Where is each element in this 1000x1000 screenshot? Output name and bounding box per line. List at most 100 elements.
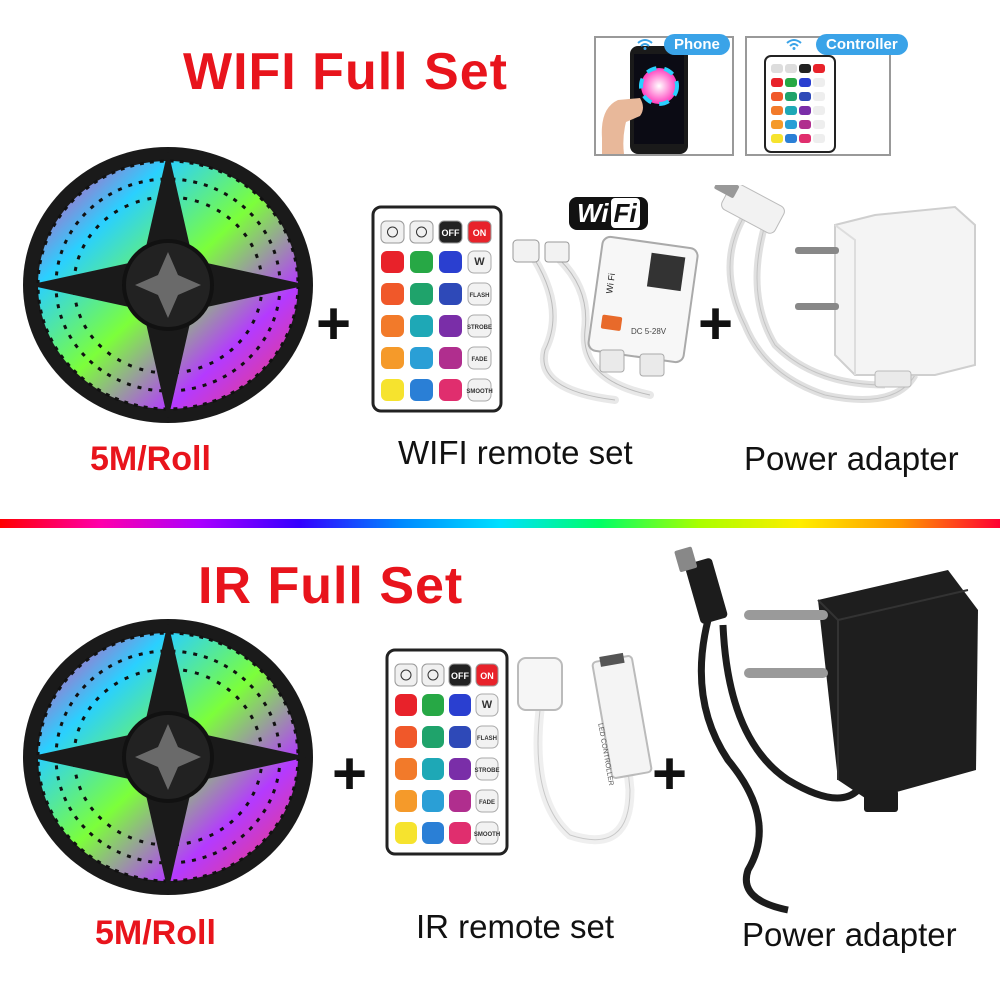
- remote-mode-button: [467, 250, 492, 274]
- remote-mode-label: FLASH: [477, 736, 497, 742]
- remote-color-button: [410, 315, 433, 337]
- remote-color-button: [422, 822, 444, 844]
- remote-mode-button: [475, 821, 499, 845]
- remote-mode-button: [475, 725, 499, 749]
- brightness-icon: [400, 669, 412, 681]
- ir-remote-icon: OFF ON W FLASH STROBE FADE SMOOTH: [385, 648, 509, 856]
- remote-color-button: [381, 379, 404, 401]
- remote-color-button: [422, 726, 444, 748]
- remote-color-button: [422, 694, 444, 716]
- remote-top-label: ON: [480, 671, 494, 681]
- remote-top-button: [448, 663, 472, 687]
- phone-badge: Phone: [664, 34, 730, 55]
- remote-mode-label: STROBE: [467, 325, 492, 331]
- mini-remote-icon: [764, 55, 836, 153]
- remote-color-button: [439, 283, 462, 305]
- wifi-controller-icon: Wi Fi DC 5-28V: [512, 235, 699, 404]
- remote-mode-label: FLASH: [470, 293, 490, 299]
- ir-remote-caption: IR remote set: [416, 908, 615, 945]
- remote-color-button: [381, 283, 404, 305]
- wifi-icon: [637, 39, 653, 50]
- ir-plus-2: +: [652, 740, 688, 807]
- brightness-icon: [387, 226, 398, 238]
- remote-mode-button: [475, 693, 499, 717]
- led-strip-reel-icon: [23, 147, 313, 423]
- remote-mode-button: [467, 282, 492, 306]
- ir-controller-icon: LED CONTROLLER: [517, 652, 653, 845]
- led-strip-reel-icon: [23, 619, 313, 895]
- remote-color-button: [410, 379, 433, 401]
- phone-hand-icon: [601, 46, 688, 154]
- remote-color-button: [439, 315, 462, 337]
- ir-adapter-caption: Power adapter: [742, 916, 957, 953]
- remote-top-button: [475, 663, 499, 687]
- rainbow-divider: [0, 519, 1000, 528]
- remote-mode-button: [475, 757, 499, 781]
- remote-color-button: [449, 726, 471, 748]
- remote-mode-button: [475, 789, 499, 813]
- remote-mode-label: W: [482, 699, 493, 711]
- remote-color-button: [449, 694, 471, 716]
- ir-set-title: IR Full Set: [198, 557, 464, 615]
- ir-remote-icon: OFF ON W FLASH STROBE FADE SMOOTH: [371, 205, 503, 413]
- wifi-logo-wi: Wi: [577, 198, 609, 228]
- controller-wifi-label: Wi Fi: [604, 273, 617, 295]
- remote-color-button: [449, 758, 471, 780]
- wifi-icon: [786, 39, 802, 50]
- controller-voltage-label: DC 5-28V: [631, 327, 667, 336]
- remote-color-button: [395, 822, 417, 844]
- wifi-plus-1: +: [316, 290, 352, 357]
- remote-color-button: [410, 251, 433, 273]
- remote-color-button: [439, 379, 462, 401]
- power-adapter-white-icon: [714, 185, 976, 403]
- remote-mode-button: [467, 314, 492, 338]
- remote-top-button: [394, 663, 418, 687]
- remote-color-button: [449, 822, 471, 844]
- remote-color-button: [410, 283, 433, 305]
- wifi-remote-caption: WIFI remote set: [398, 434, 633, 471]
- remote-top-button: [409, 220, 434, 244]
- remote-mode-label: FADE: [479, 800, 495, 806]
- controller-thumbnail: [745, 36, 891, 156]
- remote-top-button: [467, 220, 492, 244]
- remote-top-button: [438, 220, 463, 244]
- remote-color-button: [422, 790, 444, 812]
- wifi-set-title: WIFI Full Set: [183, 43, 508, 101]
- wifi-plus-2: +: [698, 290, 734, 357]
- remote-mode-button: [467, 378, 492, 402]
- remote-top-button: [421, 663, 445, 687]
- brightness-icon: [427, 669, 439, 681]
- remote-mode-label: FADE: [471, 357, 487, 363]
- remote-color-button: [439, 251, 462, 273]
- remote-mode-label: W: [474, 256, 485, 268]
- remote-top-label: OFF: [451, 671, 469, 681]
- remote-color-button: [381, 251, 404, 273]
- controller-badge: Controller: [816, 34, 908, 55]
- wifi-adapter-caption: Power adapter: [744, 440, 959, 477]
- remote-color-button: [395, 694, 417, 716]
- remote-top-button: [380, 220, 405, 244]
- remote-color-button: [381, 347, 404, 369]
- remote-mode-label: STROBE: [474, 768, 499, 774]
- remote-top-label: OFF: [442, 228, 460, 238]
- remote-color-button: [422, 758, 444, 780]
- remote-color-button: [395, 758, 417, 780]
- phone-thumbnail: [594, 36, 734, 156]
- wifi-strip-caption: 5M/Roll: [90, 440, 211, 478]
- remote-color-button: [410, 347, 433, 369]
- remote-mode-button: [467, 346, 492, 370]
- remote-mode-label: SMOOTH: [474, 832, 500, 838]
- remote-top-label: ON: [473, 228, 487, 238]
- remote-color-button: [395, 726, 417, 748]
- brightness-icon: [416, 226, 427, 238]
- wifi-logo-fi: Fi: [610, 198, 640, 228]
- ir-strip-caption: 5M/Roll: [95, 914, 216, 952]
- remote-color-button: [395, 790, 417, 812]
- power-adapter-black-icon: [674, 546, 978, 914]
- remote-color-button: [449, 790, 471, 812]
- remote-mode-label: SMOOTH: [466, 389, 492, 395]
- ir-plus-1: +: [332, 740, 368, 807]
- remote-color-button: [439, 347, 462, 369]
- remote-color-button: [381, 315, 404, 337]
